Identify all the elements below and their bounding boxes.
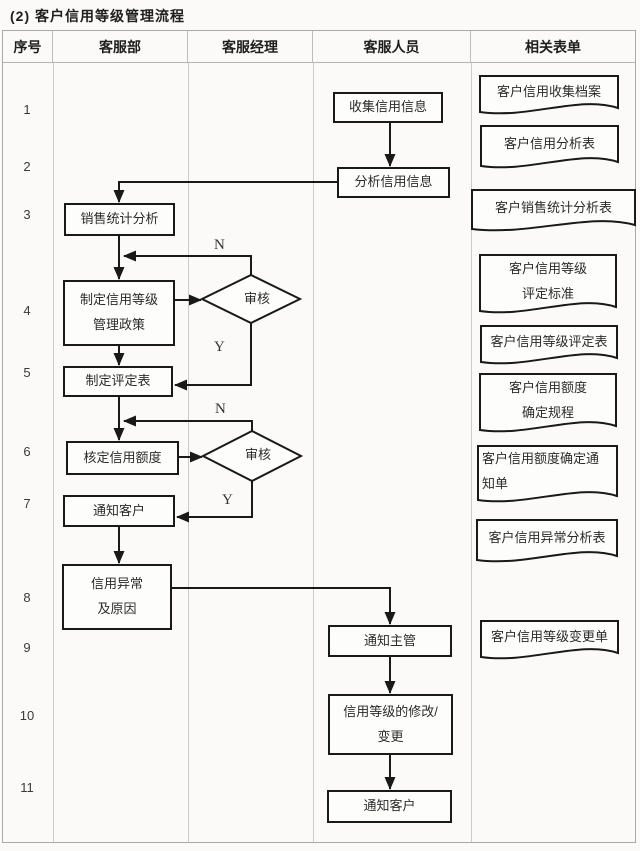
row-number-6: 6	[23, 444, 31, 459]
column-divider	[53, 63, 54, 842]
row-number-4: 4	[23, 303, 31, 318]
document-label-5: 客户信用等级评定表	[490, 334, 608, 350]
flow-step-credit-anomaly: 信用异常 及原因	[62, 564, 172, 630]
flow-step-notify-supervisor: 通知主管	[328, 625, 452, 657]
process-table: 序号 客服部 客服经理 客服人员 相关表单	[2, 30, 636, 843]
arrow-review2-y-to-notify-customer	[176, 481, 253, 523]
document-label-3: 客户销售统计分析表	[494, 199, 612, 215]
branch-label-n1: N	[214, 237, 225, 253]
arrow-review1-n-return	[123, 250, 252, 275]
row-number-2: 2	[23, 159, 31, 174]
flow-step-analyze-credit-info: 分析信用信息	[337, 167, 450, 198]
document-label-7: 客户信用额度确定通 知单	[482, 450, 600, 491]
document-shape-1	[479, 75, 619, 115]
document-label-1: 客户信用收集档案	[496, 84, 601, 100]
header-seq-no: 序号	[3, 31, 53, 62]
flow-step-verify-credit-limit: 核定信用额度	[66, 441, 179, 475]
flow-step-notify-customer-2: 通知客户	[327, 790, 452, 823]
column-divider	[188, 63, 189, 842]
row-number-11: 11	[20, 780, 34, 795]
flow-step-collect-credit-info: 收集信用信息	[333, 92, 443, 123]
document-shape-8	[476, 519, 618, 563]
flow-step-modify-credit-rating: 信用等级的修改/ 变更	[328, 694, 453, 755]
column-divider	[313, 63, 314, 842]
flow-step-notify-customer-1: 通知客户	[63, 495, 175, 527]
branch-label-n2: N	[215, 401, 226, 417]
document-shape-7	[477, 445, 618, 503]
decision-diamond-review-1	[199, 273, 303, 325]
header-customer-service-manager: 客服经理	[188, 31, 313, 62]
document-shape-6	[479, 373, 617, 433]
row-number-7: 7	[23, 496, 31, 511]
decision-label-review-1: 审核	[243, 291, 270, 307]
branch-label-y2: Y	[222, 492, 233, 508]
page-title: (2) 客户信用等级管理流程	[10, 8, 185, 24]
flow-step-create-eval-table: 制定评定表	[63, 366, 173, 397]
header-customer-service-staff: 客服人员	[313, 31, 471, 62]
decision-diamond-review-2	[200, 429, 304, 483]
document-label-9: 客户信用等级变更单	[490, 629, 608, 645]
row-number-10: 10	[19, 708, 35, 723]
document-label-8: 客户信用异常分析表	[488, 530, 606, 546]
header-related-forms: 相关表单	[525, 38, 581, 55]
row-number-3: 3	[23, 207, 31, 222]
document-shape-4	[479, 254, 617, 314]
document-shape-5	[480, 325, 618, 365]
document-shape-9	[480, 620, 619, 660]
document-label-2: 客户信用分析表	[503, 136, 595, 152]
document-shape-2	[480, 125, 619, 169]
arrow-review2-n-return	[123, 415, 253, 431]
header-customer-service-dept: 客服部	[53, 31, 188, 62]
arrow-review1-y-to-eval-table	[174, 323, 252, 391]
row-number-1: 1	[23, 102, 31, 117]
decision-label-review-2: 审核	[244, 447, 271, 463]
document-label-6: 客户信用额度 确定规程	[508, 379, 587, 420]
branch-label-y1: Y	[214, 339, 225, 355]
document-shape-3	[471, 189, 636, 232]
flow-step-credit-policy: 制定信用等级 管理政策	[63, 280, 175, 346]
row-number-8: 8	[23, 590, 31, 605]
row-number-9: 9	[23, 640, 31, 655]
arrow-anomaly-to-notify-supervisor	[172, 587, 396, 625]
column-divider	[471, 63, 472, 842]
row-number-5: 5	[23, 365, 31, 380]
flow-step-sales-statistics: 销售统计分析	[64, 203, 175, 236]
document-label-4: 客户信用等级 评定标准	[508, 260, 587, 301]
arrow-analyze-to-sales-stat	[113, 181, 337, 203]
table-header-row: 序号 客服部 客服经理 客服人员 相关表单	[3, 31, 635, 63]
